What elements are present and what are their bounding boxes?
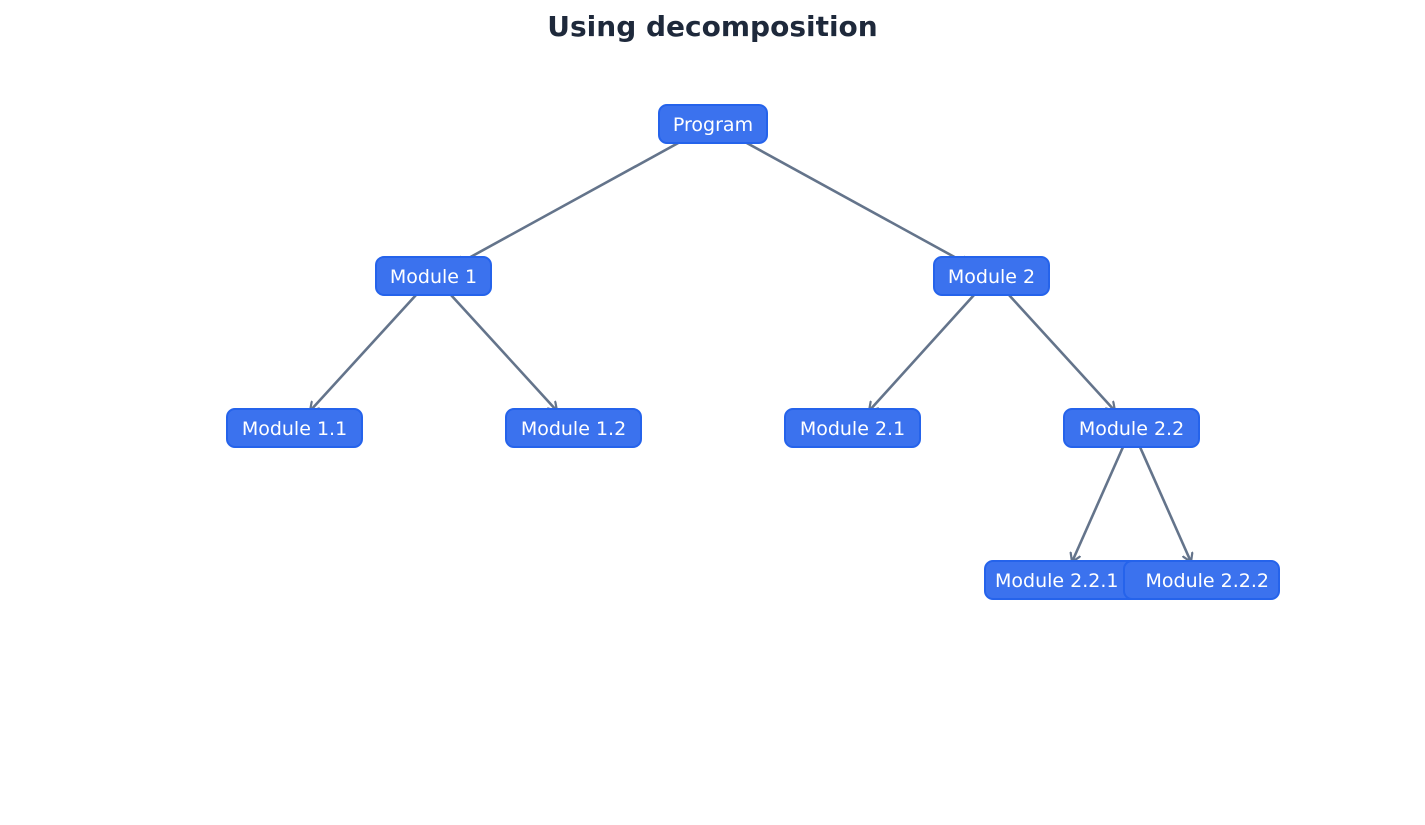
node-module-2-2-1: Module 2.2.1 (984, 560, 1140, 600)
diagram-title: Using decomposition (547, 10, 878, 43)
edge-module-1-to-module-1-1 (310, 294, 417, 411)
edge-module-2-to-module-2-2 (1008, 294, 1115, 411)
node-module-2-2-2: Module 2.2.2 (1123, 560, 1280, 600)
node-module-2-2: Module 2.2 (1063, 408, 1200, 448)
edge-program-to-module-1 (456, 140, 681, 265)
edge-module-2-to-module-2-1 (869, 294, 975, 411)
edge-module-1-to-module-1-2 (450, 294, 557, 411)
node-module-1: Module 1 (375, 256, 492, 296)
node-module-2: Module 2 (933, 256, 1050, 296)
edge-module-2-2-to-module-2-2-1 (1072, 446, 1125, 562)
node-module-1-1: Module 1.1 (226, 408, 363, 448)
node-module-1-2: Module 1.2 (505, 408, 642, 448)
edge-module-2-2-to-module-2-2-2 (1138, 446, 1191, 562)
node-module-2-1: Module 2.1 (784, 408, 921, 448)
node-program: Program (658, 104, 768, 144)
edge-program-to-module-2 (744, 140, 969, 265)
